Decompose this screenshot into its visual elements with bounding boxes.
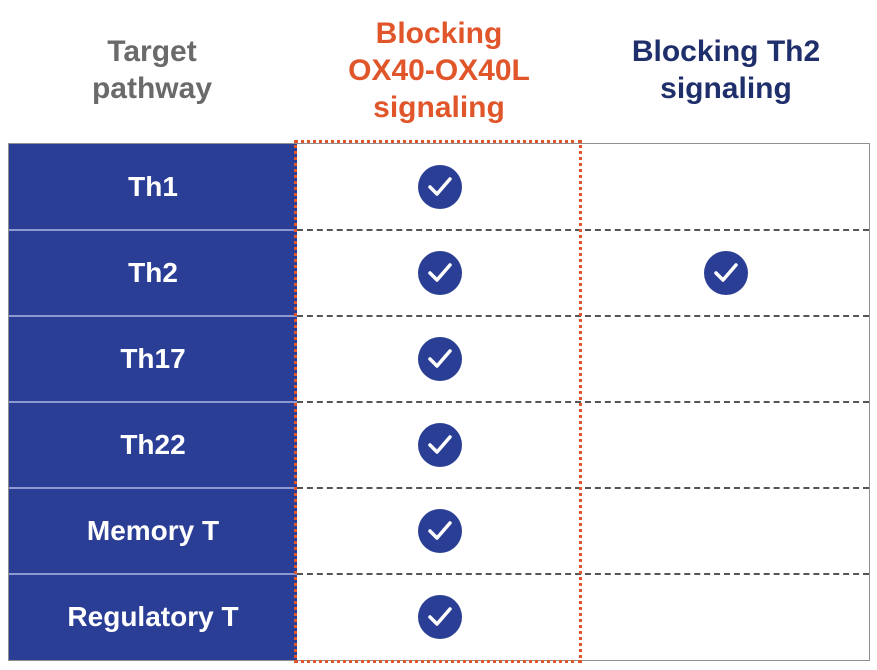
ox40-cell	[297, 144, 583, 230]
checkmark-circle-icon	[418, 595, 462, 639]
target-pathway-header: Target pathway	[8, 0, 296, 140]
row-label: Th22	[9, 402, 297, 488]
checkmark-circle-icon	[418, 251, 462, 295]
table-row: Memory T	[9, 488, 869, 574]
ox40-header-text: Blocking OX40-OX40L signaling	[348, 16, 530, 124]
table-row: Regulatory T	[9, 574, 869, 660]
table-row: Th22	[9, 402, 869, 488]
ox40-cell	[297, 488, 583, 574]
th2-cell	[583, 402, 869, 488]
ox40-cell	[297, 574, 583, 660]
label-divider	[9, 401, 297, 403]
row-label: Th2	[9, 230, 297, 316]
target-pathway-header-text: Target pathway	[91, 35, 213, 105]
row-divider	[297, 573, 869, 575]
checkmark-circle-icon	[418, 509, 462, 553]
row-divider	[297, 229, 869, 231]
label-divider	[9, 315, 297, 317]
checkmark-circle-icon	[418, 337, 462, 381]
table-row: Th2	[9, 230, 869, 316]
ox40-cell	[297, 316, 583, 402]
checkmark-circle-icon	[418, 165, 462, 209]
row-label: Memory T	[9, 488, 297, 574]
th2-header-text: Blocking Th2 signaling	[631, 35, 821, 105]
ox40-header: Blocking OX40-OX40L signaling	[296, 0, 582, 140]
row-divider	[297, 487, 869, 489]
th2-cell	[583, 316, 869, 402]
th2-cell	[583, 488, 869, 574]
th2-header: Blocking Th2 signaling	[582, 0, 870, 140]
ox40-cell	[297, 402, 583, 488]
label-divider	[9, 229, 297, 231]
row-label: Th1	[9, 144, 297, 230]
table-row: Th17	[9, 316, 869, 402]
label-divider	[9, 573, 297, 575]
table-row: Th1	[9, 144, 869, 230]
label-divider	[9, 487, 297, 489]
th2-cell	[583, 230, 869, 316]
th2-cell	[583, 574, 869, 660]
ox40-cell	[297, 230, 583, 316]
th2-cell	[583, 144, 869, 230]
checkmark-circle-icon	[418, 423, 462, 467]
row-label: Regulatory T	[9, 574, 297, 660]
row-divider	[297, 401, 869, 403]
row-label: Th17	[9, 316, 297, 402]
row-divider	[297, 315, 869, 317]
checkmark-circle-icon	[704, 251, 748, 295]
